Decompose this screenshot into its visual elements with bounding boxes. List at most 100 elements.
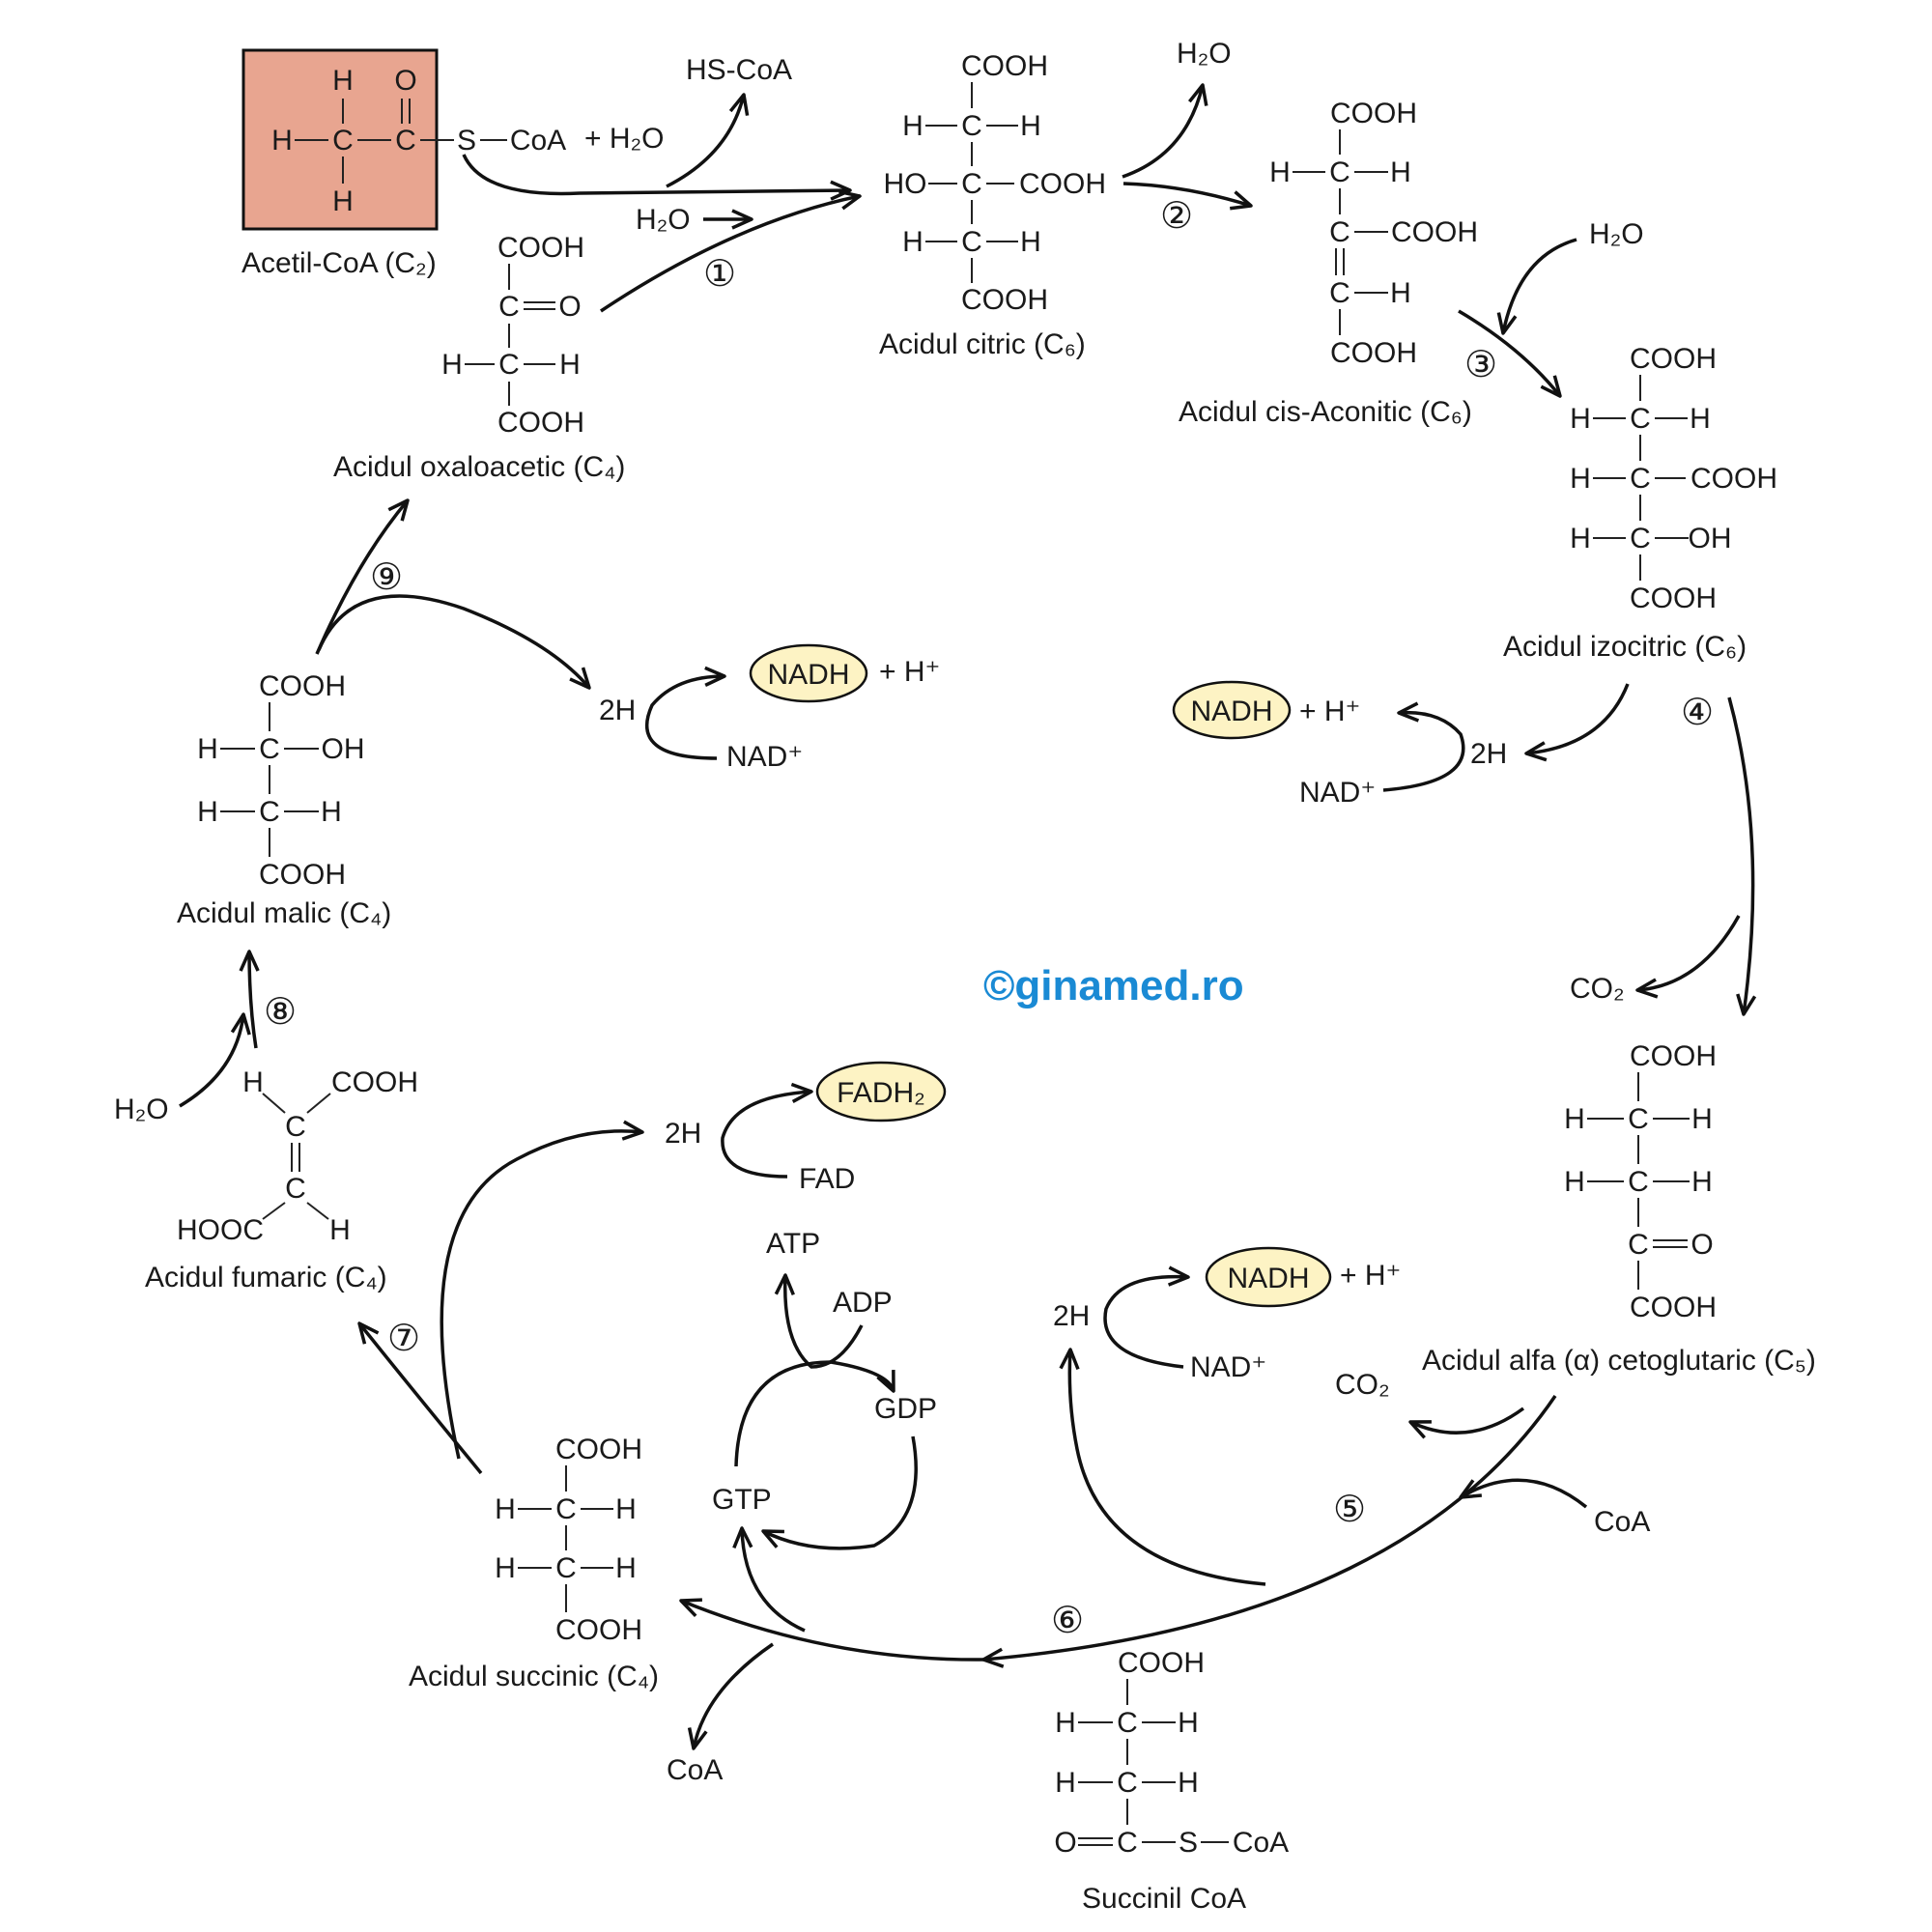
succinyl-coa-structure: COOH H C H H C H O C S CoA Succinil CoA bbox=[1054, 1647, 1289, 1915]
atom: C bbox=[1630, 463, 1651, 495]
acetyl-coa-highlight-box bbox=[242, 48, 439, 231]
nad-label: NAD⁺ bbox=[726, 741, 803, 773]
atom: H bbox=[495, 1552, 516, 1584]
atom: C bbox=[961, 226, 982, 258]
atom: H bbox=[1269, 156, 1291, 188]
arrow-succinate-to-fumarate bbox=[357, 1321, 483, 1475]
atom: H bbox=[197, 796, 218, 828]
arrow-h2o-release bbox=[1122, 84, 1205, 179]
two-h-label: 2H bbox=[599, 695, 636, 726]
h2o-label: H₂O bbox=[1589, 218, 1644, 250]
atom: C bbox=[1329, 277, 1350, 309]
cofactors: NADH NADH NADH FADH₂ bbox=[749, 643, 1332, 1308]
arrowhead bbox=[679, 1598, 702, 1618]
arrow-fumarate-to-malate bbox=[247, 951, 258, 1049]
arrow-h2o-in bbox=[1501, 238, 1577, 334]
atom: H bbox=[1690, 403, 1711, 435]
atom: COOH bbox=[1630, 1292, 1717, 1323]
atom: COOH bbox=[1330, 98, 1417, 129]
atom: O bbox=[394, 65, 416, 97]
malic-structure: COOH H C OH H C H COOH Acidul malic (C₄) bbox=[177, 670, 391, 929]
atom: C bbox=[259, 733, 280, 765]
arrowhead bbox=[790, 1082, 813, 1103]
atom: COOH bbox=[555, 1434, 642, 1465]
citric-label: Acidul citric (C₆) bbox=[879, 328, 1086, 360]
arrow-to-gtp bbox=[740, 1527, 806, 1633]
arrow-adp-to-atp bbox=[782, 1274, 864, 1369]
cis-aconitic-structure: COOH H C H C COOH C H COOH Acidul cis-Ac… bbox=[1179, 98, 1478, 428]
atom: H bbox=[1691, 1166, 1713, 1198]
atom: H bbox=[329, 1214, 351, 1246]
fumaric-label: Acidul fumaric (C₄) bbox=[145, 1262, 387, 1293]
atom: H bbox=[615, 1552, 637, 1584]
atom: COOH bbox=[497, 407, 584, 439]
arrow-2h-release bbox=[1067, 1349, 1266, 1586]
nadh-badge bbox=[749, 643, 868, 703]
arrow-heads bbox=[230, 83, 1757, 1750]
atom: H bbox=[1570, 523, 1591, 554]
nad-label: NAD⁺ bbox=[1299, 777, 1376, 809]
atom: COOH bbox=[1330, 337, 1417, 369]
arrow-ketoglutarate-to-succinyl-coa bbox=[982, 1395, 1557, 1662]
atom: COOH bbox=[555, 1614, 642, 1646]
atom: H bbox=[615, 1493, 637, 1525]
atom: H bbox=[1570, 403, 1591, 435]
watermark: ©ginamed.ro bbox=[983, 962, 1244, 1009]
oxaloacetic-label: Acidul oxaloacetic (C₄) bbox=[333, 451, 625, 483]
atom: C bbox=[285, 1173, 306, 1205]
arrow-gdp-to-gtp bbox=[762, 1435, 918, 1550]
hs-coa-label: HS-CoA bbox=[686, 54, 792, 86]
atom: H bbox=[559, 349, 581, 381]
atom: COOH bbox=[259, 859, 346, 891]
step-1: ① bbox=[703, 254, 736, 295]
atom: C bbox=[1628, 1229, 1649, 1261]
acetyl-coa-structure: H O H C C S CoA H + H₂O Acetil-CoA (C₂) bbox=[242, 48, 665, 279]
atom: H bbox=[495, 1493, 516, 1525]
arrowhead bbox=[239, 950, 260, 972]
atom: C bbox=[1329, 156, 1350, 188]
step-9: ⑨ bbox=[370, 557, 403, 598]
atom: COOH bbox=[331, 1066, 418, 1098]
atom: C bbox=[498, 291, 520, 323]
arrowhead bbox=[1230, 190, 1253, 211]
atom: C bbox=[1628, 1166, 1649, 1198]
arrow-acetyl-to-citric bbox=[462, 154, 851, 196]
atom: H bbox=[242, 1066, 264, 1098]
atom: O bbox=[1690, 1229, 1713, 1261]
step-8: ⑧ bbox=[264, 992, 297, 1033]
atom: O bbox=[1054, 1827, 1076, 1859]
atom: COOH bbox=[1391, 216, 1478, 248]
arrow-isocitric-to-ketoglutarate bbox=[1727, 696, 1755, 1015]
gdp-label: GDP bbox=[874, 1393, 937, 1425]
plus-h-label: + H⁺ bbox=[1340, 1260, 1401, 1292]
plus-h-label: + H⁺ bbox=[879, 656, 940, 688]
arrow-2h-release bbox=[1525, 683, 1630, 755]
arrow-co2-release bbox=[1636, 915, 1741, 992]
atom: COOH bbox=[1118, 1647, 1205, 1679]
atom: O bbox=[558, 291, 581, 323]
atom: C bbox=[1630, 403, 1651, 435]
arrow-hs-coa-release bbox=[666, 94, 746, 188]
arrowhead bbox=[1408, 1420, 1432, 1439]
arrow-2h-release bbox=[440, 1129, 643, 1460]
arrowhead bbox=[687, 1727, 708, 1750]
atom: C bbox=[555, 1493, 577, 1525]
oxaloacetic-structure: COOH C O H C H COOH Acidul oxaloacetic (… bbox=[333, 232, 625, 483]
atom: C bbox=[1630, 523, 1651, 554]
arrowhead bbox=[1397, 701, 1420, 723]
arrow-nad-cycle bbox=[645, 674, 725, 760]
atom: H bbox=[1020, 226, 1041, 258]
atom: H bbox=[1691, 1103, 1713, 1135]
atom: C bbox=[1117, 1827, 1138, 1859]
arrowhead bbox=[1187, 83, 1208, 106]
atom: COOH bbox=[1630, 1040, 1717, 1072]
alpha-ketoglutaric-structure: COOH H C H H C H C O COOH Acidul alfa (α… bbox=[1422, 1040, 1816, 1377]
atom: C bbox=[332, 125, 354, 156]
h2o-reactant: + H₂O bbox=[584, 123, 665, 155]
atom: COOH bbox=[1630, 582, 1717, 614]
arrow-nad-cycle bbox=[1382, 710, 1465, 792]
atom: H bbox=[332, 185, 354, 217]
nadh-label: NADH bbox=[1190, 696, 1272, 727]
atom: H bbox=[1570, 463, 1591, 495]
step-4: ④ bbox=[1681, 693, 1714, 733]
